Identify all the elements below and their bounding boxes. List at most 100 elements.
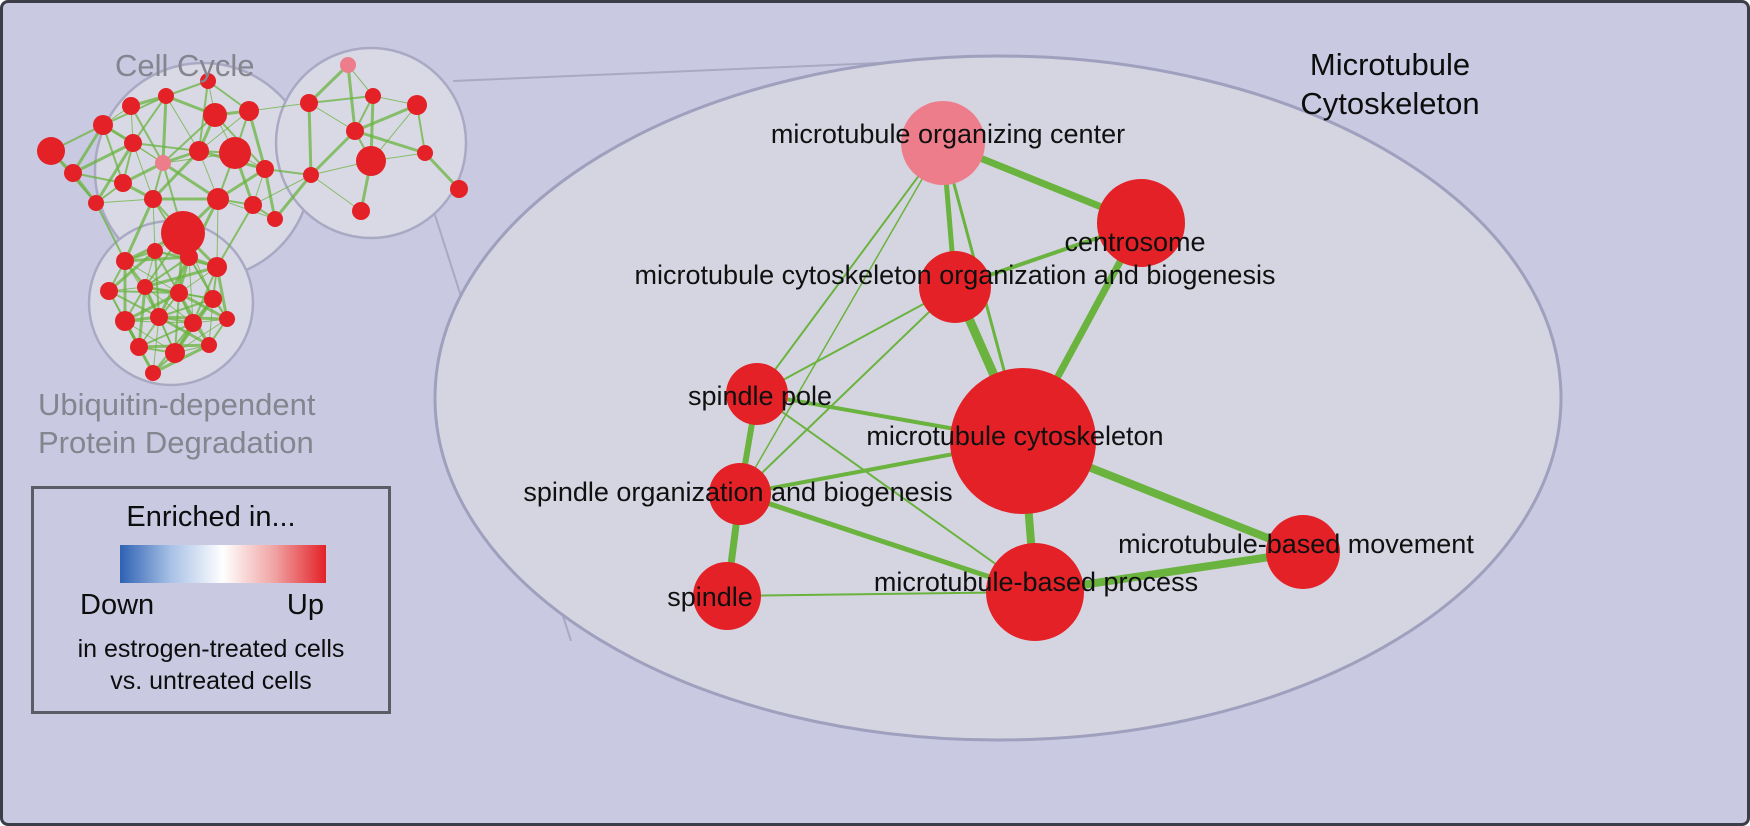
mini-node [340, 57, 356, 73]
mini-edge [152, 316, 160, 374]
mini-node [144, 190, 162, 208]
node-mbm [1266, 515, 1340, 589]
mini-node [64, 164, 82, 182]
legend-caption-line1: in estrogen-treated cells [77, 635, 345, 663]
mini-node [116, 252, 134, 270]
ubiquitin-label-line1: Ubiquitin-dependent [38, 387, 316, 422]
mini-node [219, 137, 251, 169]
mini-edge [123, 198, 155, 262]
mini-node [300, 94, 318, 112]
edge-moc-spole [756, 142, 944, 395]
mini-edge [132, 142, 200, 152]
legend-down-label: Down [80, 589, 155, 621]
mini-node [407, 95, 427, 115]
mini-edge [124, 291, 180, 323]
legend-gradient [120, 545, 326, 583]
mini-node [137, 279, 153, 295]
mini-node [207, 188, 229, 210]
mini-node [88, 195, 104, 211]
mini-edge [252, 174, 312, 206]
mini-node [130, 338, 148, 356]
edge-mco-spole [756, 286, 956, 395]
mini-edge [94, 142, 135, 204]
node-label-moc: microtubule organizing center [771, 119, 1125, 149]
edge-sorg-mbp [737, 491, 1038, 595]
node-mtc [950, 368, 1096, 514]
node-mbp [986, 543, 1084, 641]
mini-node [200, 73, 216, 89]
mini-edge [144, 265, 218, 289]
microtubule-title-line1: Microtubule [1309, 47, 1471, 82]
node-mco [919, 251, 991, 323]
mini-edge [137, 286, 147, 348]
mini-edge [354, 129, 426, 155]
mini-node [189, 141, 209, 161]
mini-node [124, 134, 142, 152]
mini-edge [130, 105, 164, 164]
mini-node [180, 248, 198, 266]
node-label-spole: spindle pole [688, 381, 832, 411]
mini-edge [273, 174, 313, 220]
mini-edge [308, 95, 374, 104]
mini-node [346, 122, 364, 140]
mini-node [303, 167, 319, 183]
legend-up-label: Up [286, 589, 324, 621]
node-label-centrosome: centrosome [1064, 227, 1205, 257]
mini-node [256, 160, 274, 178]
node-spindle [693, 562, 761, 630]
node-label-mbp: microtubule-based process [874, 567, 1198, 597]
mini-node [352, 202, 370, 220]
mini-node [122, 97, 140, 115]
mini-edge [138, 322, 194, 348]
node-label-mbm: microtubule-based movement [1118, 529, 1474, 559]
mini-edge [188, 256, 194, 324]
node-spole [726, 363, 788, 425]
mini-node [93, 115, 113, 135]
mini-node [219, 311, 235, 327]
mini-node [204, 290, 222, 308]
node-label-spindle: spindle [667, 582, 753, 612]
mini-node [207, 257, 227, 277]
mini-edge [354, 103, 418, 133]
node-label-sorg: spindle organization and biogenesis [523, 477, 952, 507]
mini-node [150, 308, 168, 326]
mini-node [450, 180, 468, 198]
legend-box: Enriched in... Down Up in estrogen-treat… [31, 486, 391, 714]
mini-edge [216, 204, 254, 268]
edge-moc-sorg [739, 142, 944, 495]
mini-node [158, 88, 174, 104]
mini-edge [124, 260, 180, 294]
mini-node [267, 211, 283, 227]
mini-node [145, 365, 161, 381]
mini-node [365, 88, 381, 104]
mini-edge [178, 291, 228, 321]
mini-node [147, 243, 163, 259]
cell-cycle-label: Cell Cycle [115, 48, 255, 83]
edge-spindle-mbp [726, 591, 1036, 597]
mini-edge [248, 102, 310, 112]
mini-edge [216, 198, 219, 268]
network-svg: microtubule organizing center centrosome m… [37, 46, 1563, 742]
mini-edge [174, 318, 228, 354]
ubiquitin-label-line2: Protein Degradation [38, 425, 314, 460]
mini-edge [161, 95, 168, 164]
mini-edge [165, 95, 200, 152]
mini-edge [247, 110, 267, 170]
mini-edge [132, 95, 167, 144]
mini-edge [108, 249, 156, 293]
mini-edge [72, 141, 134, 175]
mini-node [114, 174, 132, 192]
legend-title: Enriched in... [126, 501, 296, 533]
legend-caption-line2: vs. untreated cells [110, 667, 312, 695]
mini-node [184, 314, 202, 332]
mini-node [165, 343, 185, 363]
node-centrosome [1097, 179, 1185, 267]
mini-edge [310, 174, 362, 212]
mini-node [170, 284, 188, 302]
edge-mco-sorg [739, 286, 956, 495]
mini-edge [95, 202, 126, 262]
mini-edge [309, 129, 357, 177]
microtubule-title-line2: Cytoskeleton [1300, 86, 1480, 121]
mini-edge [132, 142, 154, 200]
